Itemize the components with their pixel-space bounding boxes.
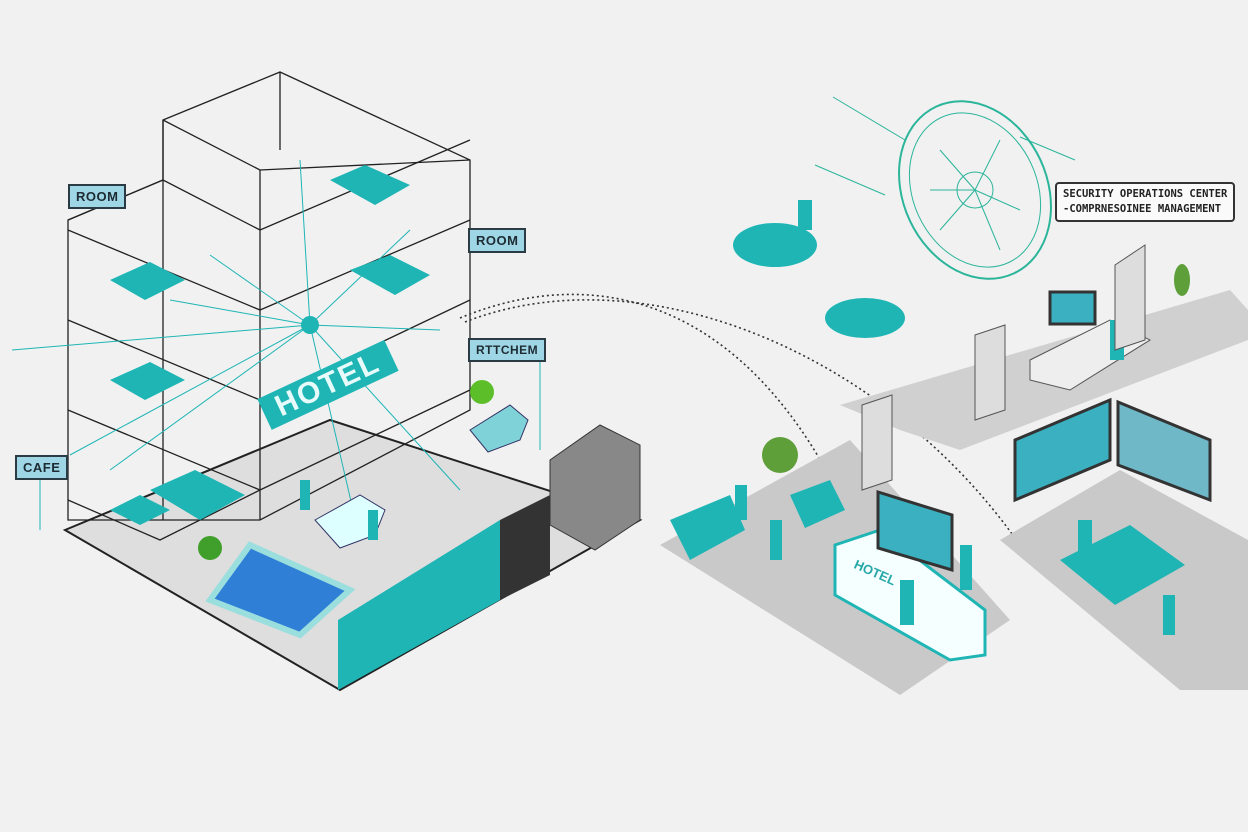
- soc-callout-line2: -COMPRNESOINEE MANAGEMENT: [1063, 203, 1222, 215]
- gate: [500, 495, 550, 600]
- room-furniture: [110, 165, 430, 525]
- soc-monitor: [1048, 290, 1097, 326]
- plant: [762, 437, 798, 473]
- door-2: [974, 324, 1006, 421]
- door: [1114, 244, 1146, 351]
- network-lines: [11, 159, 541, 541]
- lobby-sofa: [670, 495, 745, 560]
- cafe-table-2: [825, 298, 905, 338]
- lobby-sofa-2: [790, 480, 845, 528]
- monitor-wall: [1013, 397, 1112, 503]
- data-link-arc-2: [464, 299, 1031, 561]
- plant-2: [1174, 264, 1190, 296]
- room-label-right: ROOM: [468, 228, 527, 253]
- cafe-label: CAFE: [15, 455, 69, 480]
- room-label-left: ROOM: [68, 184, 127, 209]
- teal-wall: [338, 520, 500, 690]
- palm-tree-2: [198, 536, 222, 560]
- pool: [205, 541, 356, 639]
- data-link-arc: [459, 293, 861, 541]
- monitor-wall-2: [1116, 399, 1212, 503]
- network-hub: [301, 316, 319, 334]
- car-2: [314, 494, 386, 549]
- cafe-table: [733, 223, 817, 267]
- people: [300, 200, 1175, 635]
- soc-callout-line1: SECURITY OPERATIONS CENTER: [1063, 188, 1228, 200]
- soc-callout: SECURITY OPERATIONS CENTER -COMPRNESOINE…: [1055, 182, 1236, 222]
- palm-tree: [470, 380, 494, 404]
- door-3: [861, 394, 893, 491]
- kitchen-label: RTTCHEM: [468, 338, 547, 362]
- monitor-desk: [876, 489, 954, 573]
- guard-booth: [549, 424, 641, 551]
- soc-network-diagram: [814, 96, 1076, 280]
- car: [469, 404, 529, 453]
